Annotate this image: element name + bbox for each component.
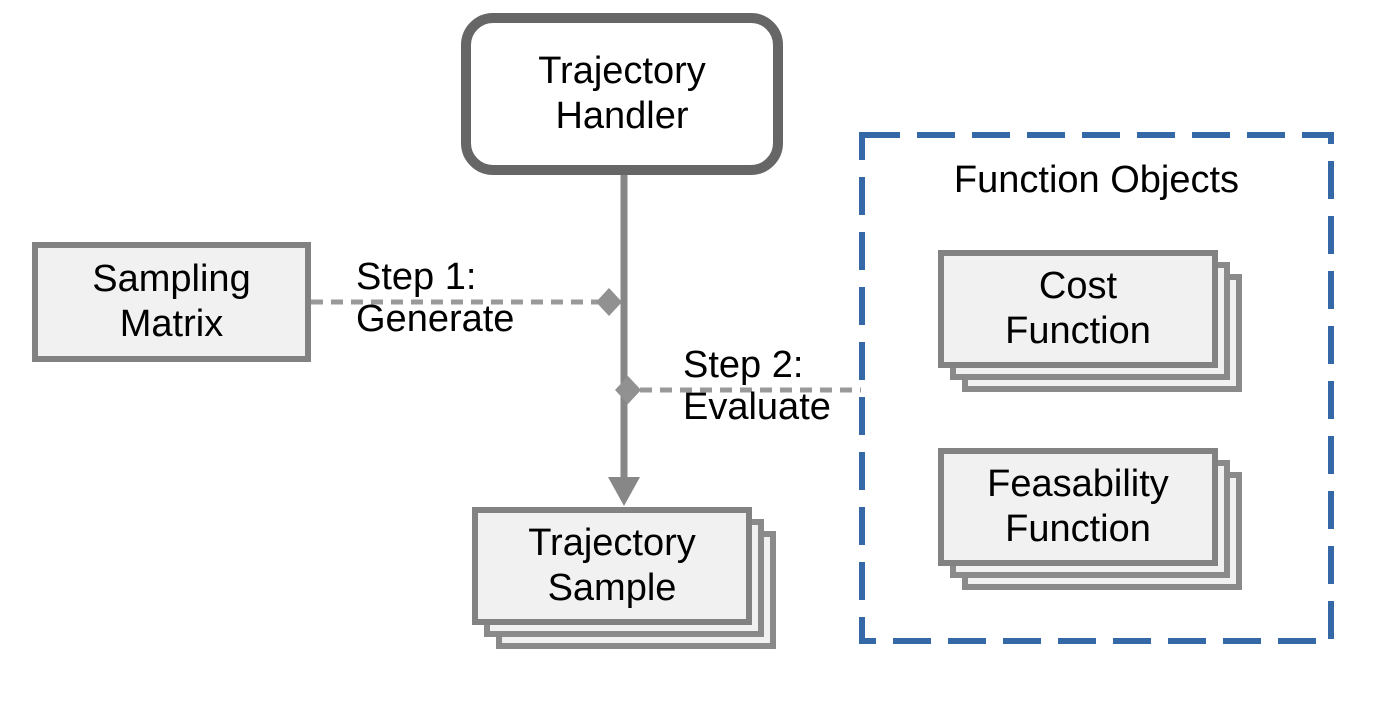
function-objects-group-title: Function Objects	[953, 159, 1240, 201]
step2-diamond-icon	[615, 376, 641, 404]
sampling-matrix-label: Sampling Matrix	[92, 258, 251, 345]
trajectory-handler-node: Trajectory Handler	[461, 13, 783, 175]
step1-diamond-icon	[596, 288, 622, 316]
feasability-function-card: Feasability Function	[938, 448, 1218, 566]
trajectory-sample-label: Trajectory Sample	[528, 522, 696, 609]
arrowhead-icon	[608, 477, 640, 506]
feasability-function-node: Feasability Function	[938, 448, 1242, 590]
step1-edge-label: Step 1: Generate	[356, 256, 515, 340]
cost-function-label: Cost Function	[1005, 265, 1151, 352]
cost-function-node: Cost Function	[938, 250, 1242, 392]
trajectory-sample-card: Trajectory Sample	[472, 507, 752, 625]
cost-function-card: Cost Function	[938, 250, 1218, 368]
trajectory-handler-label: Trajectory Handler	[538, 50, 706, 137]
feasability-function-label: Feasability Function	[987, 463, 1169, 550]
trajectory-sample-node: Trajectory Sample	[472, 507, 776, 649]
step2-edge-label: Step 2: Evaluate	[683, 344, 831, 428]
sampling-matrix-node: Sampling Matrix	[32, 242, 311, 362]
